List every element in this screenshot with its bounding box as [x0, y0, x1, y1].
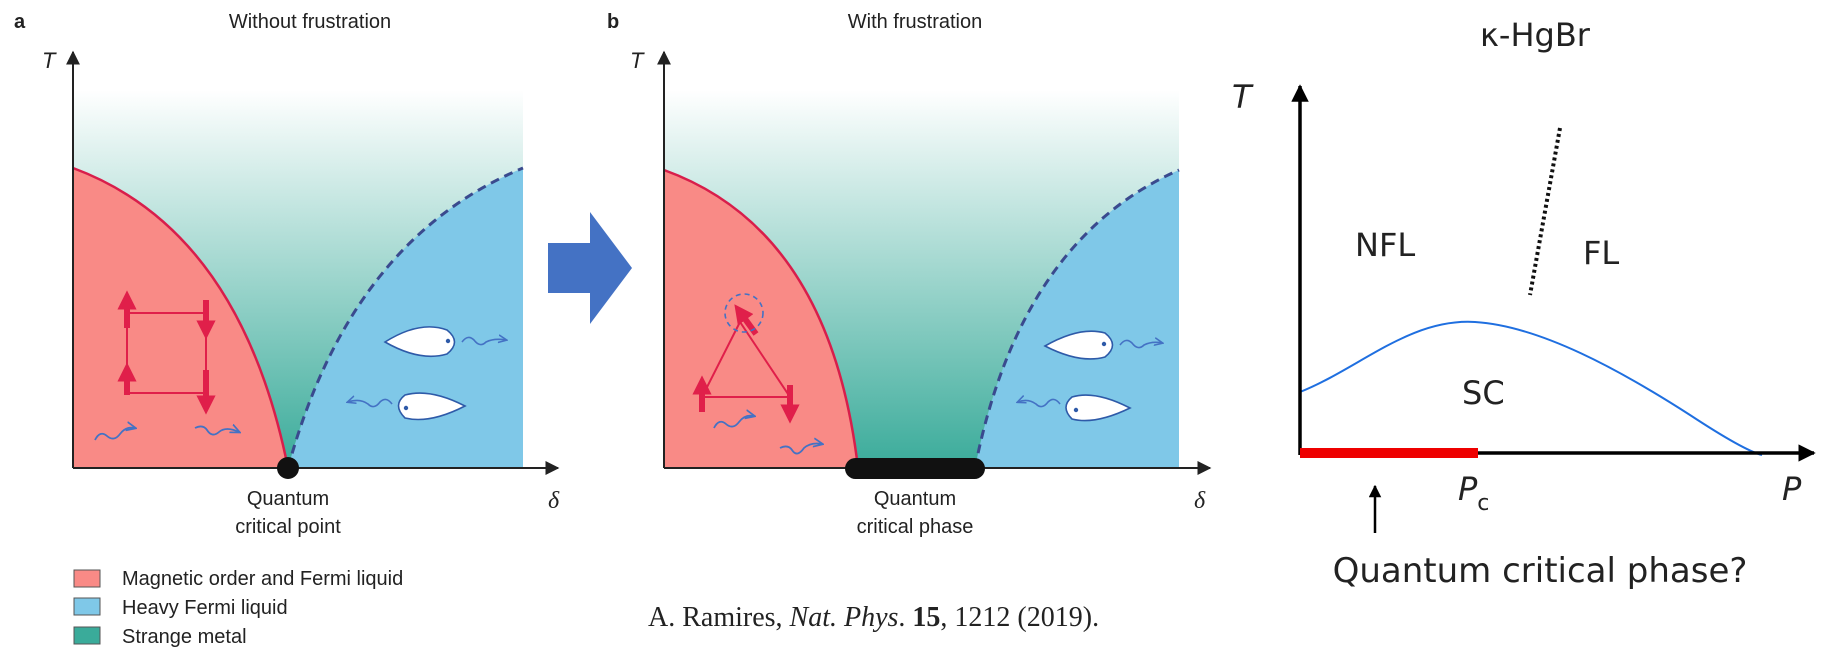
electron-squiggle-icon	[94, 428, 135, 441]
panel-b-title: With frustration	[848, 11, 982, 33]
electron-squiggle-icon	[779, 444, 822, 455]
legend-label-heavy-fl: Heavy Fermi liquid	[122, 597, 288, 619]
heavy-fermi-liquid-region-a	[288, 168, 523, 468]
panel-a-title: Without frustration	[229, 11, 391, 33]
heavy-electron-icon	[348, 392, 467, 421]
electron-squiggle-icon	[713, 416, 754, 429]
panel-c: κ-HgBr T P Pc NFL FL SC Quantum critical…	[1232, 16, 1816, 591]
quantum-critical-point	[277, 457, 299, 479]
magnetic-boundary-a	[72, 166, 290, 469]
magnetic-boundary-b	[663, 168, 860, 469]
spin-triangle-icon	[692, 293, 800, 424]
qcphase-label-line2: critical phase	[857, 516, 974, 538]
panel-b-letter: b	[607, 11, 619, 33]
t-axis-label-a: T	[42, 48, 57, 73]
panel-a: a Without frustration	[14, 11, 560, 538]
t-axis-label-b: T	[630, 48, 645, 73]
sc-label: SC	[1462, 374, 1505, 412]
legend-swatch-heavy-fl	[73, 597, 101, 616]
panel-b: b With frustration T δ	[607, 11, 1212, 538]
heavy-electron-icon	[1043, 330, 1162, 360]
superconducting-dome	[1299, 320, 1763, 456]
electron-squiggle-icon	[194, 426, 239, 436]
fl-crossover-line	[1528, 127, 1562, 296]
qcphase-label-line1: Quantum	[874, 488, 956, 510]
delta-axis-label-a: δ	[548, 488, 560, 514]
qcp-label-line2: critical point	[235, 516, 341, 538]
nfl-label: NFL	[1355, 226, 1415, 264]
t-axis-label-c: T	[1232, 78, 1254, 116]
legend: Magnetic order and Fermi liquid Heavy Fe…	[73, 568, 403, 648]
quantum-critical-phase-bar	[845, 458, 985, 479]
fl-label: FL	[1583, 234, 1619, 272]
magnetic-order-region-b	[664, 170, 858, 468]
legend-swatch-magnetic	[73, 569, 101, 588]
panel-c-title: κ-HgBr	[1480, 16, 1591, 54]
heavy-electron-icon	[1018, 394, 1132, 422]
crossover-line-a	[286, 166, 524, 469]
panel-a-letter: a	[14, 11, 26, 33]
quantum-critical-phase-question: Quantum critical phase?	[1333, 551, 1748, 591]
heavy-fermi-liquid-region-b	[975, 170, 1179, 468]
legend-label-strange-metal: Strange metal	[122, 626, 247, 648]
legend-swatch-strange-metal	[73, 626, 101, 645]
crossover-line-b	[973, 168, 1180, 469]
citation: A. Ramires, Nat. Phys. 15, 1212 (2019).	[648, 602, 1099, 633]
legend-label-magnetic: Magnetic order and Fermi liquid	[122, 568, 403, 590]
heavy-electron-icon	[383, 326, 506, 358]
spin-square-icon	[117, 290, 216, 415]
qcp-label-line1: Quantum	[247, 488, 329, 510]
transition-arrow-icon	[548, 212, 632, 324]
p-axis-label-c: P	[1782, 470, 1802, 508]
pc-label: Pc	[1458, 470, 1489, 516]
delta-axis-label-b: δ	[1194, 488, 1206, 514]
